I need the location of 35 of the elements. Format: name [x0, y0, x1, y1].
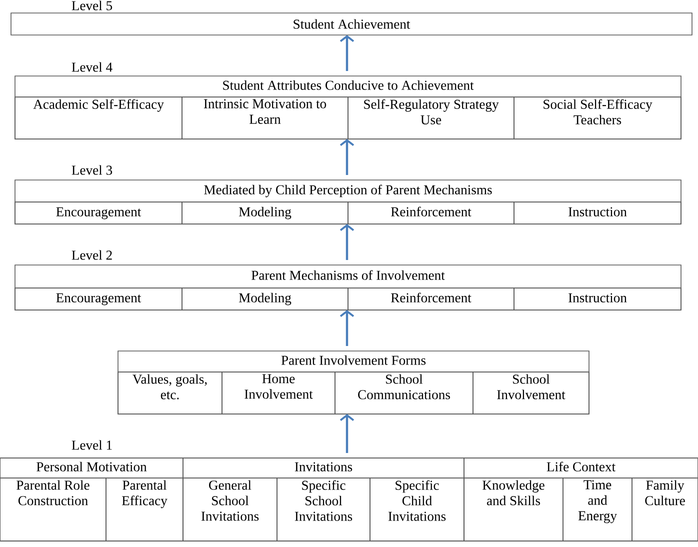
level-label: Level 2	[72, 250, 112, 260]
arrow	[340, 139, 354, 175]
table-cell: Parental Efficacy	[106, 478, 184, 542]
level-label: Level 5	[72, 0, 112, 10]
table-cell: Modeling	[182, 202, 348, 224]
table-cell: Instruction	[514, 288, 682, 310]
table-cell: Time and Energy	[562, 478, 632, 542]
table-cell: General School Invitations	[182, 478, 278, 542]
table-cell: Values, goals, etc.	[118, 372, 222, 414]
table-cell: Modeling	[182, 288, 348, 310]
level-label: Level 4	[72, 62, 112, 72]
table-cell: Self-Regulatory Strategy Use	[348, 96, 514, 140]
table-cell: Intrinsic Motivation to Learn	[182, 96, 348, 140]
level-label: Level 1	[72, 440, 112, 450]
table-cell: Family Culture	[632, 478, 698, 542]
table-frame: Student Achievement	[10, 12, 692, 36]
table-cell: Academic Self-Efficacy	[14, 96, 182, 140]
table-cell: Specific School Invitations	[276, 478, 370, 542]
table-cell: Knowledge and Skills	[464, 478, 564, 542]
table-cell: Encouragement	[14, 202, 182, 224]
table-cell: Instruction	[514, 202, 682, 224]
table-cell: Encouragement	[14, 288, 182, 310]
table-cell: Parental Role Construction	[0, 478, 106, 542]
table-cell: Reinforcement	[348, 202, 514, 224]
level-label: Level 3	[72, 165, 112, 175]
arrow	[340, 35, 354, 71]
table-cell: Social Self-Efficacy Teachers	[514, 96, 682, 140]
arrow	[340, 310, 354, 346]
table-cell: Reinforcement	[348, 288, 514, 310]
arrow	[340, 414, 354, 453]
arrow	[340, 224, 354, 260]
table-cell: School Involvement	[472, 372, 590, 414]
table-cell: Specific Child Invitations	[370, 478, 464, 542]
table-cell: Home Involvement	[222, 372, 336, 414]
table-cell: School Communications	[334, 372, 474, 414]
